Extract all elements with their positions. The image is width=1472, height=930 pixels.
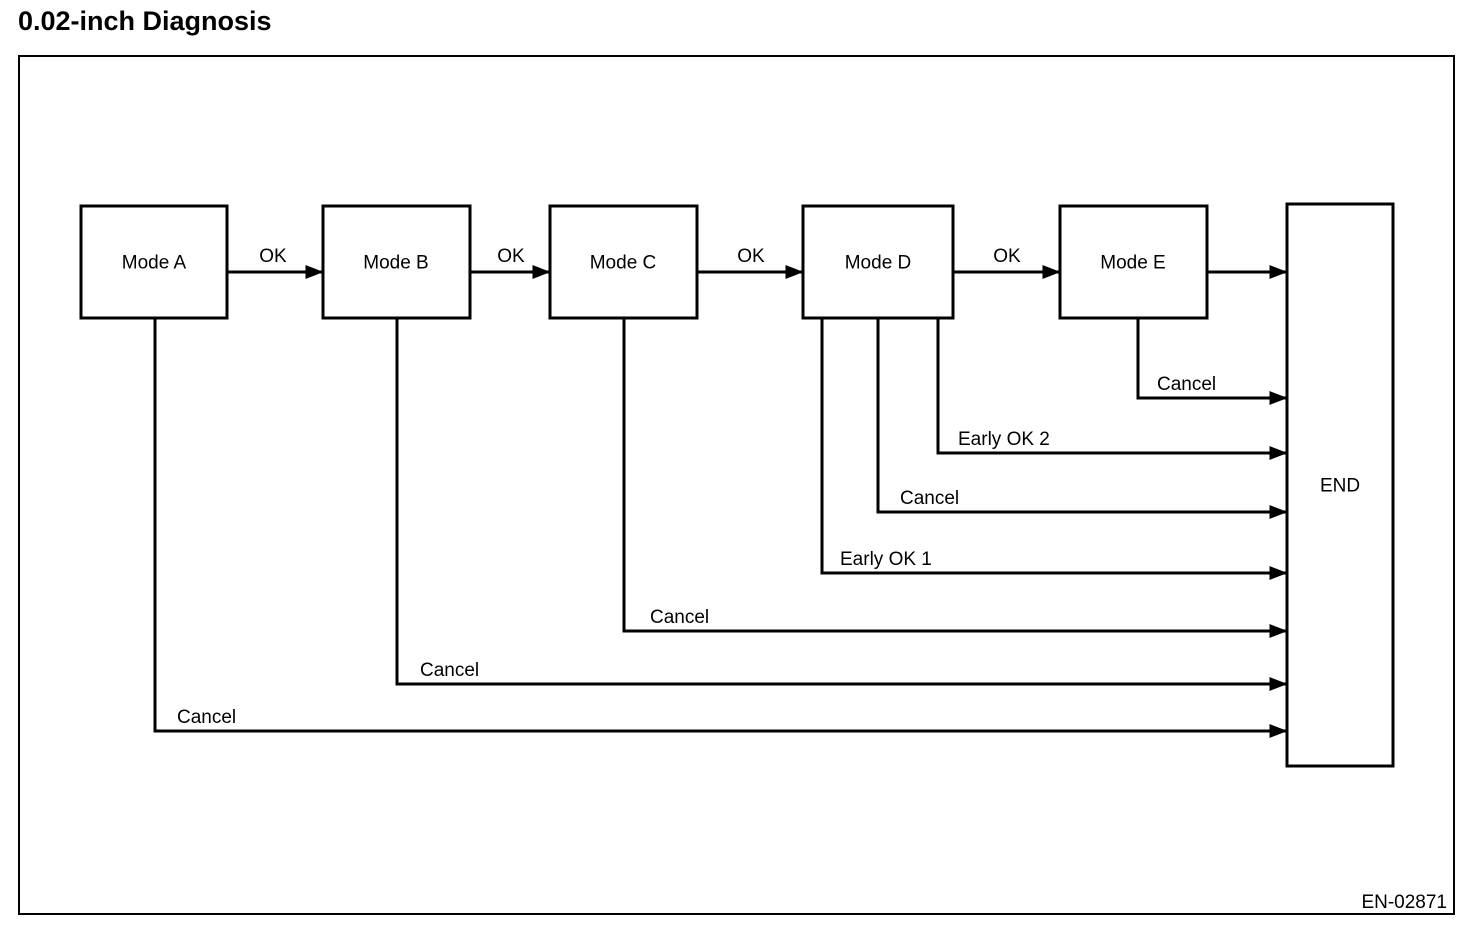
edge-mode-d-early-ok-2-label: Early OK 2 (958, 429, 1050, 450)
node-mode-a-label: Mode A (122, 253, 187, 274)
edge-b-to-c-label: OK (497, 246, 525, 267)
node-mode-a-box (79, 204, 229, 320)
node-mode-e-label: Mode E (1100, 253, 1165, 274)
edge-mode-a-cancel-label: Cancel (177, 707, 236, 728)
node-mode-d-box (801, 204, 955, 320)
figure-number: EN-02871 (1361, 892, 1447, 913)
edge-a-to-b-label: OK (259, 246, 287, 267)
node-mode-b-box (321, 204, 472, 320)
edge-mode-a-cancel-line (153, 318, 1288, 738)
edge-c-to-d-label: OK (737, 246, 765, 267)
figure-border (18, 55, 1455, 915)
edge-mode-d-cancel-label: Cancel (900, 488, 959, 509)
edge-mode-d-cancel-line (876, 318, 1288, 519)
node-mode-c-label: Mode C (590, 253, 657, 274)
edge-mode-b-cancel-line (395, 318, 1288, 691)
edge-mode-b-cancel-label: Cancel (420, 660, 479, 681)
edge-mode-d-early-ok-2-line (936, 318, 1288, 460)
node-end-label: END (1320, 476, 1360, 497)
edge-d-to-e-label: OK (993, 246, 1021, 267)
edge-mode-c-cancel-label: Cancel (650, 607, 709, 628)
node-mode-d-label: Mode D (845, 253, 912, 274)
edge-mode-e-cancel-label: Cancel (1157, 374, 1216, 395)
node-end-box (1285, 202, 1395, 768)
page-title: 0.02-inch Diagnosis (18, 6, 272, 36)
node-mode-b-label: Mode B (363, 253, 428, 274)
edge-mode-c-cancel-line (622, 318, 1288, 638)
edge-mode-d-early-ok-1-line (820, 318, 1288, 580)
node-mode-e-box (1058, 204, 1209, 320)
edge-mode-d-early-ok-1-label: Early OK 1 (840, 549, 932, 570)
edge-mode-e-cancel-line (1136, 318, 1288, 405)
